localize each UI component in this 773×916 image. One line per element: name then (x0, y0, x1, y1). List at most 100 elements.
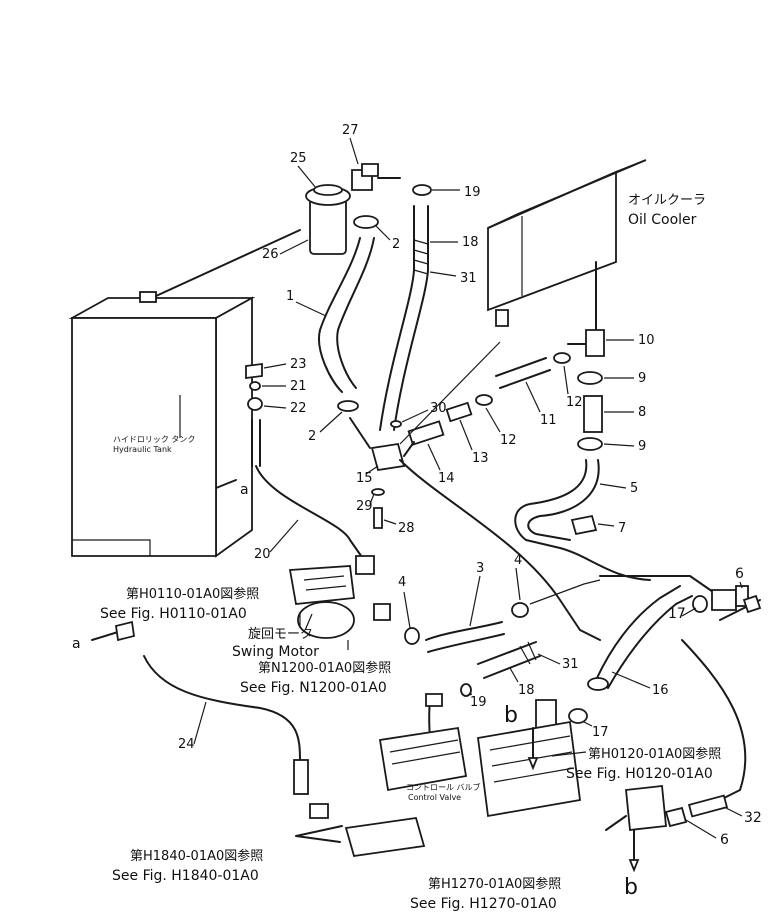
control-valve-label-jp: コントロール バルブ (406, 782, 481, 792)
connector-b-bottom: b (624, 875, 638, 900)
hose-18-left (379, 205, 415, 431)
block-15 (370, 442, 406, 472)
clamp-9-bottom (577, 437, 603, 451)
part-label-12-right: 12 (566, 395, 583, 410)
swing-motor (288, 565, 356, 639)
hose-18-lower (477, 641, 541, 679)
part-label-13: 13 (472, 451, 489, 466)
arrow-a-left (91, 631, 119, 641)
orifice-21 (249, 381, 261, 391)
part-label-24: 24 (178, 737, 195, 752)
hose-3 (425, 621, 505, 653)
part-label-23: 23 (290, 357, 307, 372)
control-valve-label-en: Control Valve (408, 793, 461, 802)
arrow-a-top (215, 479, 237, 489)
part-label-4-left: 4 (398, 575, 406, 590)
clamp-2-lower (337, 400, 359, 412)
hose-24-end (293, 759, 309, 795)
part-label-9-top: 9 (638, 371, 646, 386)
part-label-18-top: 18 (462, 235, 479, 250)
hose-1-left (318, 237, 361, 393)
part-label-28: 28 (398, 521, 415, 536)
part-label-11: 11 (540, 413, 557, 428)
ring-30 (390, 420, 402, 428)
clamp-9-top (577, 371, 603, 385)
tube-to-elbow (599, 575, 717, 595)
part-label-7: 7 (618, 521, 626, 536)
part-label-32: 32 (744, 810, 762, 826)
nut-22 (247, 397, 263, 411)
hydraulic-tank-label-en: Hydraulic Tank (113, 445, 172, 454)
oil-cooler (487, 159, 647, 331)
part-label-19-lower: 19 (470, 695, 487, 710)
part-label-10: 10 (638, 333, 655, 348)
connector-b-top: b (504, 703, 518, 728)
part-label-31-lower: 31 (562, 657, 579, 672)
part-label-30: 30 (430, 401, 447, 416)
part-label-12-left: 12 (500, 433, 517, 448)
hose-32-end (687, 794, 729, 818)
ref-h1270-en: See Fig. H1270-01A0 (410, 896, 557, 912)
ref-h0110-jp: 第H0110-01A0図参照 (126, 586, 259, 602)
hose-cross (399, 459, 601, 641)
part-label-18-lower: 18 (518, 683, 535, 698)
clamp-4-left (404, 627, 420, 645)
valve-block-h1270 (625, 785, 667, 831)
part-label-17-top: 17 (668, 606, 686, 622)
swing-motor-label-jp: 旋回モータ (248, 627, 313, 642)
bolt-28 (373, 507, 383, 529)
elbow-23 (245, 362, 263, 380)
pipe-20-top (251, 419, 261, 467)
swing-motor-label-en: Swing Motor (232, 644, 319, 660)
elbow-20 (355, 555, 375, 575)
ref-h1840-jp: 第H1840-01A0図参照 (130, 848, 263, 864)
hose-32 (681, 639, 747, 801)
ref-n1200-en: See Fig. N1200-01A0 (240, 680, 387, 696)
ref-n1200-jp: 第N1200-01A0図参照 (258, 660, 391, 676)
part-label-16: 16 (652, 683, 669, 698)
spiral-guard-31 (413, 239, 429, 275)
part-label-2-lower: 2 (308, 429, 316, 444)
ref-h0110-en: See Fig. H0110-01A0 (100, 606, 247, 622)
clamp-4-right (511, 602, 529, 618)
tank-to-filter-line (155, 229, 301, 297)
fitting-6-bottom (664, 806, 688, 828)
valve-h1840 (344, 816, 426, 858)
elbow-swing (373, 603, 391, 621)
part-label-9-bottom: 9 (638, 439, 646, 454)
hose-1-right (336, 237, 375, 389)
part-label-20: 20 (254, 547, 271, 562)
tube-14 (407, 420, 445, 446)
spiral-guard-31-lower (519, 641, 537, 665)
hydraulic-tank-label-jp: ハイドロリック タンク (113, 435, 195, 444)
elbow-10 (585, 329, 605, 357)
part-label-3: 3 (476, 561, 484, 576)
part-label-2-top: 2 (392, 237, 400, 252)
part-label-26: 26 (262, 247, 279, 262)
part-label-6-bottom: 6 (720, 832, 729, 848)
oil-cooler-label-en: Oil Cooler (628, 212, 697, 228)
part-label-1: 1 (286, 289, 294, 304)
tube-15 (349, 417, 371, 449)
clamp-2-top (353, 215, 379, 229)
part-label-5: 5 (630, 481, 638, 496)
hose-16-left (595, 585, 681, 681)
ref-h1270-jp: 第H1270-01A0図参照 (428, 876, 561, 892)
bolt-7 (570, 514, 598, 536)
connector-a-top: a (240, 482, 249, 498)
connector-a-left: a (72, 636, 81, 652)
part-label-15: 15 (356, 471, 373, 486)
part-label-21: 21 (290, 379, 307, 394)
control-valve (378, 720, 582, 818)
elbow-right (711, 589, 737, 611)
hose-8 (583, 395, 603, 433)
hose-11 (495, 357, 551, 389)
hose-20 (255, 465, 365, 561)
adapter-13 (445, 401, 473, 423)
part-label-19-top: 19 (464, 185, 481, 200)
clamp-12-right (553, 352, 571, 364)
part-label-14: 14 (438, 471, 455, 486)
hose-24 (143, 655, 301, 763)
